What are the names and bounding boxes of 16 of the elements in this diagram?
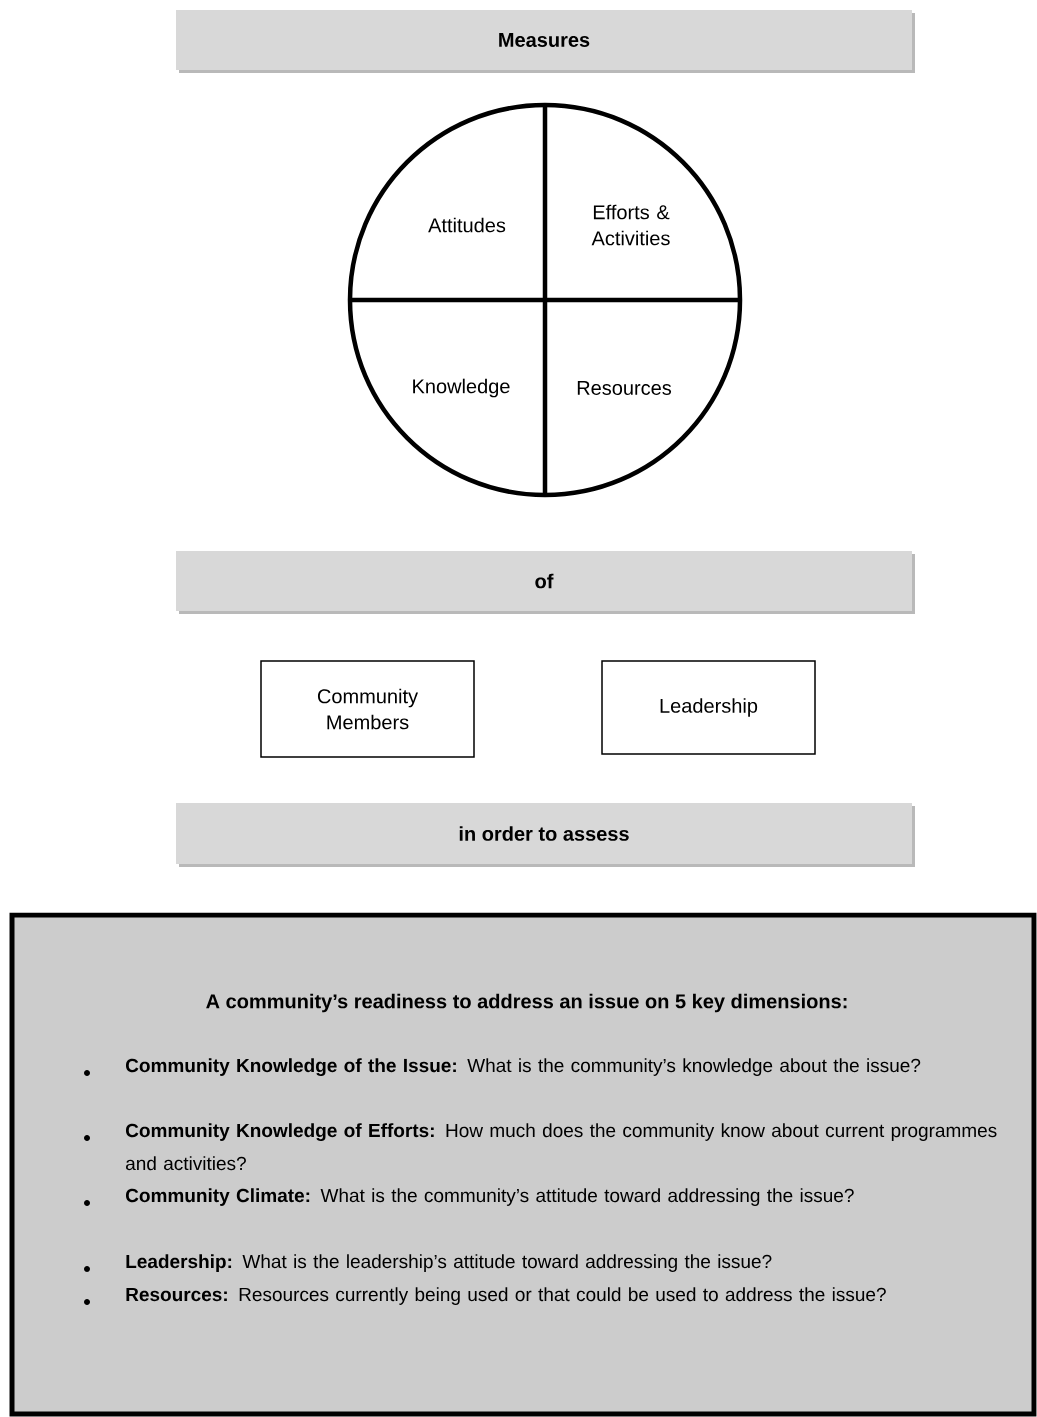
group-box: Leadership [601,660,816,755]
bullet-item: Leadership: What is the leadership’s attitude toward addressing the issue? [84,1254,772,1272]
quadrant-label: Resources [577,381,672,395]
group-box: Community Members [260,660,475,758]
heading-band: Measures [176,10,915,73]
heading-band: in order to assess [176,803,915,867]
bullet-item: Resources: Resources currently being used or that could be used to address the issue? [84,1287,886,1305]
quadrant-label: Attitudes [428,217,506,233]
heading-band: of [176,551,915,614]
bullet-item: Community Knowledge of the Issue: What is the community’s knowledge about the issue? [84,1058,921,1076]
panel-heading: A community’s readiness to address an issue on 5 key dimensions: [206,993,847,1013]
bullet-item: Community Knowledge of Efforts: How much does the community know about current programmes and activities? [84,1123,997,1171]
quadrant-label: Efforts & Activities [591,204,670,246]
quadrant-label: Knowledge [413,378,510,398]
quadrant-circle [347,102,743,498]
bullet-item: Community Climate: What is the community’s attitude toward addressing the issue? [84,1188,854,1206]
